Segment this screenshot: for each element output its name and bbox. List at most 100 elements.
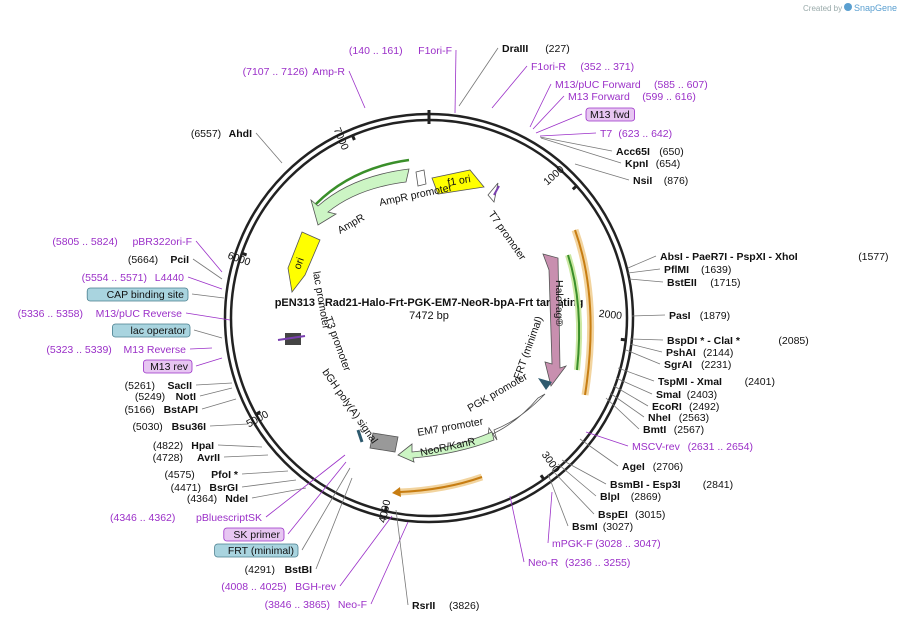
halotag-arrow[interactable] bbox=[542, 253, 568, 387]
label-position: (623 .. 642) bbox=[618, 128, 672, 140]
label-32[interactable]: Acc65I(650) bbox=[539, 136, 684, 158]
label-29[interactable]: M13 Forward(599 .. 616) bbox=[532, 91, 696, 130]
label-23[interactable]: BstBI(4291) bbox=[245, 477, 353, 576]
label-18[interactable]: BsrGI(4471) bbox=[171, 479, 297, 494]
label-34[interactable]: NsiI(876) bbox=[574, 163, 688, 187]
label-41[interactable]: SgrAI(2231) bbox=[625, 349, 731, 371]
label-35[interactable]: AbsI - PaeR7I - PspXI - XhoI(1577) bbox=[627, 251, 889, 269]
leader-line bbox=[613, 385, 649, 407]
leader-line bbox=[191, 293, 225, 299]
label-47[interactable]: MSCV-rev(2631 .. 2654) bbox=[585, 431, 753, 453]
label-45[interactable]: NheI(2563) bbox=[609, 392, 709, 424]
label-19[interactable]: NdeI(4364) bbox=[187, 487, 307, 505]
label-15[interactable]: HpaI(4822) bbox=[153, 440, 263, 452]
label-position: (1879) bbox=[700, 310, 730, 322]
label-position: (3027) bbox=[603, 521, 633, 533]
label-16[interactable]: AvrII(4728) bbox=[153, 452, 269, 464]
em7-promoter-label: EM7 promoter bbox=[416, 415, 484, 438]
label-44[interactable]: EcoRI(2492) bbox=[613, 385, 719, 413]
label-position: (3015) bbox=[635, 509, 665, 521]
label-name: NdeI bbox=[225, 493, 248, 505]
label-21[interactable]: SK primer bbox=[223, 461, 347, 542]
label-25[interactable]: Neo-F(3846 .. 3865) bbox=[265, 521, 409, 611]
label-position: (2706) bbox=[653, 461, 683, 473]
label-position: (654) bbox=[656, 158, 681, 170]
leader-line bbox=[187, 276, 223, 290]
label-8[interactable]: lac operator bbox=[112, 323, 223, 339]
label-11[interactable]: SacII(5261) bbox=[125, 380, 233, 392]
label-36[interactable]: PflMI(1639) bbox=[627, 264, 731, 276]
label-51[interactable]: BspEI(3015) bbox=[551, 469, 665, 521]
neor-arrow[interactable] bbox=[397, 431, 495, 463]
label-40[interactable]: PshAI(2144) bbox=[629, 343, 733, 359]
tick-label-3000: 3000 bbox=[539, 449, 562, 475]
label-position: (1577) bbox=[858, 251, 888, 263]
label-group: F1ori-F(140 .. 161)Amp-R(7107 .. 7126) Ah… bbox=[18, 43, 889, 612]
label-position: (3028 .. 3047) bbox=[595, 538, 660, 550]
label-33[interactable]: KpnI(654) bbox=[540, 137, 681, 170]
label-24[interactable]: BGH-rev(4008 .. 4025) bbox=[221, 515, 393, 593]
label-name: SmaI bbox=[656, 389, 681, 401]
label-0[interactable]: F1ori-F(140 .. 161) bbox=[349, 45, 457, 114]
leader-line bbox=[189, 347, 213, 350]
label-name: pBluescriptSK bbox=[196, 512, 262, 524]
label-4[interactable]: PciI(5664) bbox=[128, 254, 223, 280]
label-49[interactable]: BsmBI - Esp3I(2841) bbox=[561, 459, 733, 491]
label-55[interactable]: RsrII(3826) bbox=[395, 509, 479, 612]
tick-1000 bbox=[571, 184, 579, 191]
label-14[interactable]: Bsu36I(5030) bbox=[132, 421, 249, 433]
label-53[interactable]: mPGK-F(3028 .. 3047) bbox=[547, 491, 661, 550]
label-17[interactable]: PfoI *(4575) bbox=[164, 469, 289, 481]
label-12[interactable]: NotI(5249) bbox=[135, 387, 233, 403]
label-27[interactable]: F1ori-R(352 .. 371) bbox=[491, 61, 634, 109]
label-6[interactable]: CAP binding site bbox=[86, 287, 225, 302]
label-26[interactable]: DraIII(227) bbox=[458, 43, 570, 107]
label-name: Acc65I bbox=[616, 146, 650, 158]
leader-line bbox=[617, 367, 655, 382]
label-7[interactable]: M13/pUC Reverse(5336 .. 5358) bbox=[18, 308, 231, 321]
label-38[interactable]: PasI(1879) bbox=[631, 310, 730, 322]
label-position: (2567) bbox=[674, 424, 704, 436]
label-position: (4346 .. 4362) bbox=[110, 512, 175, 524]
ampr-arrow[interactable] bbox=[310, 168, 410, 226]
label-position: (4575) bbox=[164, 469, 194, 481]
label-name: BsmBI - Esp3I bbox=[610, 479, 681, 491]
label-position: (4008 .. 4025) bbox=[221, 581, 286, 593]
credit-brand: SnapGene bbox=[854, 3, 897, 13]
label-1[interactable]: Amp-R(7107 .. 7126) bbox=[243, 66, 366, 109]
label-3[interactable]: pBR322ori-F(5805 .. 5824) bbox=[52, 236, 223, 273]
label-52[interactable]: BsmI(3027) bbox=[547, 473, 633, 533]
leader-line bbox=[539, 136, 613, 152]
label-30[interactable]: M13 fwd bbox=[535, 107, 635, 134]
label-39[interactable]: BspDI * - ClaI *(2085) bbox=[629, 335, 809, 347]
label-2[interactable]: AhdI(6557) bbox=[191, 128, 283, 164]
label-28[interactable]: M13/pUC Forward(585 .. 607) bbox=[529, 79, 708, 128]
credit-prefix: Created by bbox=[803, 4, 842, 13]
label-position: (5805 .. 5824) bbox=[52, 236, 117, 248]
label-54[interactable]: Neo-R(3236 .. 3255) bbox=[509, 495, 630, 569]
label-43[interactable]: SmaI(2403) bbox=[615, 377, 717, 401]
neo-orf-arrowhead bbox=[392, 487, 401, 497]
label-9[interactable]: M13 Reverse(5323 .. 5339) bbox=[46, 344, 213, 356]
label-5[interactable]: L4440(5554 .. 5571) bbox=[82, 272, 223, 290]
label-37[interactable]: BstEII(1715) bbox=[628, 277, 741, 289]
ori-arrow[interactable] bbox=[287, 231, 321, 293]
label-name: BstEII bbox=[667, 277, 697, 289]
label-name: CAP binding site bbox=[107, 289, 185, 301]
label-13[interactable]: BstAPI(5166) bbox=[124, 398, 237, 416]
frt-minimal-label: FRT (minimal) bbox=[512, 315, 546, 381]
label-20[interactable]: pBluescriptSK (4346 .. 4362) bbox=[110, 454, 346, 524]
label-name: T7 bbox=[600, 128, 612, 140]
f1-ori-arrow[interactable] bbox=[431, 169, 485, 195]
halotag-label: HaloTag® bbox=[553, 280, 565, 327]
label-42[interactable]: TspMI - XmaI(2401) bbox=[617, 367, 775, 388]
label-46[interactable]: BmtI(2567) bbox=[605, 397, 704, 436]
label-50[interactable]: BlpI(2869) bbox=[557, 463, 661, 503]
label-22[interactable]: FRT (minimal) bbox=[214, 467, 351, 558]
label-position: (5166) bbox=[124, 404, 154, 416]
label-10[interactable]: M13 rev bbox=[142, 357, 223, 374]
label-31[interactable]: T7 (623 .. 642) bbox=[539, 128, 672, 140]
label-48[interactable]: AgeI(2706) bbox=[579, 438, 683, 473]
leader-line bbox=[615, 377, 653, 395]
ampr-promoter-box bbox=[415, 169, 427, 187]
